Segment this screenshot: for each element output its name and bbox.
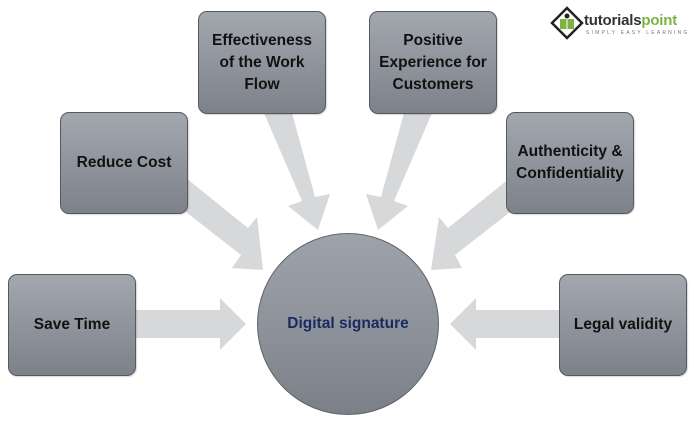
node-label: Authenticity & Confidentiality xyxy=(516,143,624,182)
logo-word-part2: point xyxy=(641,12,678,29)
arrow-effectiveness xyxy=(264,113,330,230)
arrow-reduce-cost xyxy=(168,178,263,270)
center-label: Digital signature xyxy=(287,315,409,332)
logo-tagline: SIMPLY EASY LEARNING xyxy=(586,30,690,36)
node-reduce-cost: Reduce Cost xyxy=(60,112,188,214)
logo-word-part1: tutorials xyxy=(584,12,642,29)
logo-book-icon xyxy=(550,6,584,40)
node-label: Positive Experience for Customers xyxy=(379,31,487,93)
node-positive-experience: Positive Experience for Customers xyxy=(369,11,497,114)
node-label: Reduce Cost xyxy=(76,154,172,171)
node-label: Save Time xyxy=(33,316,111,333)
arrow-authenticity xyxy=(431,178,528,270)
tutorialspoint-logo: tutorialspoint SIMPLY EASY LEARNING xyxy=(548,4,698,44)
logo-wordmark: tutorialspoint xyxy=(584,12,677,29)
node-label: Effectiveness of the Work Flow xyxy=(212,31,312,93)
node-label: Legal validity xyxy=(573,316,673,333)
arrow-positive-experience xyxy=(366,113,432,230)
node-save-time: Save Time xyxy=(8,274,136,376)
node-effectiveness: Effectiveness of the Work Flow xyxy=(198,11,326,114)
arrow-legal-validity xyxy=(450,298,560,350)
node-authenticity: Authenticity & Confidentiality xyxy=(506,112,634,214)
node-legal-validity: Legal validity xyxy=(559,274,687,376)
center-node-digital-signature: Digital signature xyxy=(257,233,439,415)
arrow-save-time xyxy=(136,298,246,350)
